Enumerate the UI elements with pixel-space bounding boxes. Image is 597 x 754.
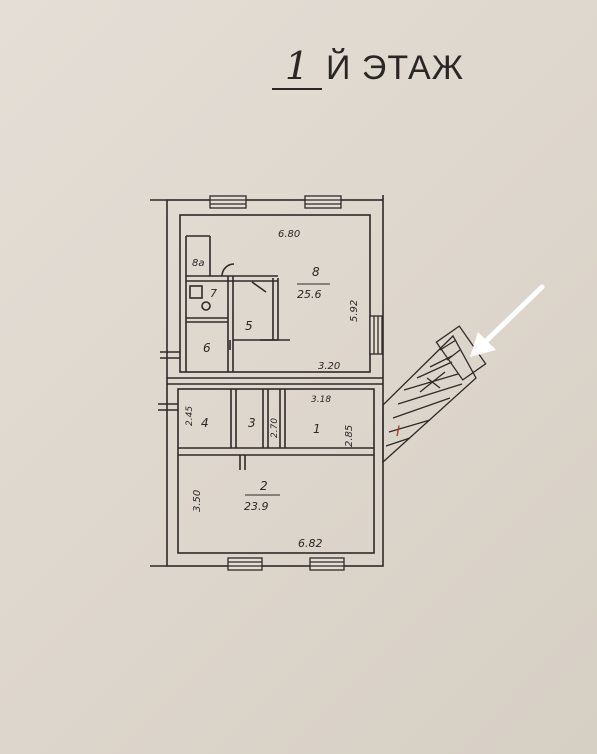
entrance-stair	[382, 325, 487, 464]
room-6-label: 6	[203, 341, 211, 355]
room-1-label: 1	[313, 422, 321, 436]
room-8a-label: 8a	[192, 258, 205, 269]
window-top-left	[209, 195, 247, 209]
dim-room4-height: 2.45	[185, 406, 195, 426]
dim-room8-bottom: 3.20	[318, 361, 340, 372]
room-8-area: 25.6	[297, 288, 322, 301]
dim-room2-height: 3.50	[192, 490, 203, 512]
dim-top-width: 6.80	[278, 229, 300, 240]
window-top-right	[304, 195, 342, 209]
room-7-label: 7	[210, 287, 217, 300]
room-5-label: 5	[245, 319, 253, 333]
window-right	[369, 315, 383, 355]
dim-right-height: 5.92	[349, 300, 360, 322]
window-bottom-left	[227, 557, 263, 571]
room-8-label: 8	[312, 265, 320, 279]
inner-wall-top	[179, 214, 371, 373]
floor-number: 1	[272, 44, 322, 90]
outer-wall	[166, 199, 384, 567]
dim-room1-top: 3.18	[311, 395, 331, 405]
room-4-label: 4	[201, 416, 209, 430]
entrance-label: I	[396, 424, 400, 440]
pointer-arrow	[470, 284, 545, 357]
dim-room3-height: 2.70	[270, 418, 280, 438]
floor-title-word: Й ЭТАЖ	[326, 49, 465, 87]
dim-room1-height: 2.85	[344, 425, 355, 447]
inner-wall-bottom	[177, 388, 375, 554]
room-2-area: 23.9	[244, 500, 269, 513]
window-bottom-right	[309, 557, 345, 571]
floor-title: 1 Й ЭТАЖ	[272, 40, 464, 90]
dim-bottom-width: 6.82	[298, 537, 323, 550]
room-3-label: 3	[248, 416, 256, 430]
room-2-label: 2	[260, 479, 268, 493]
